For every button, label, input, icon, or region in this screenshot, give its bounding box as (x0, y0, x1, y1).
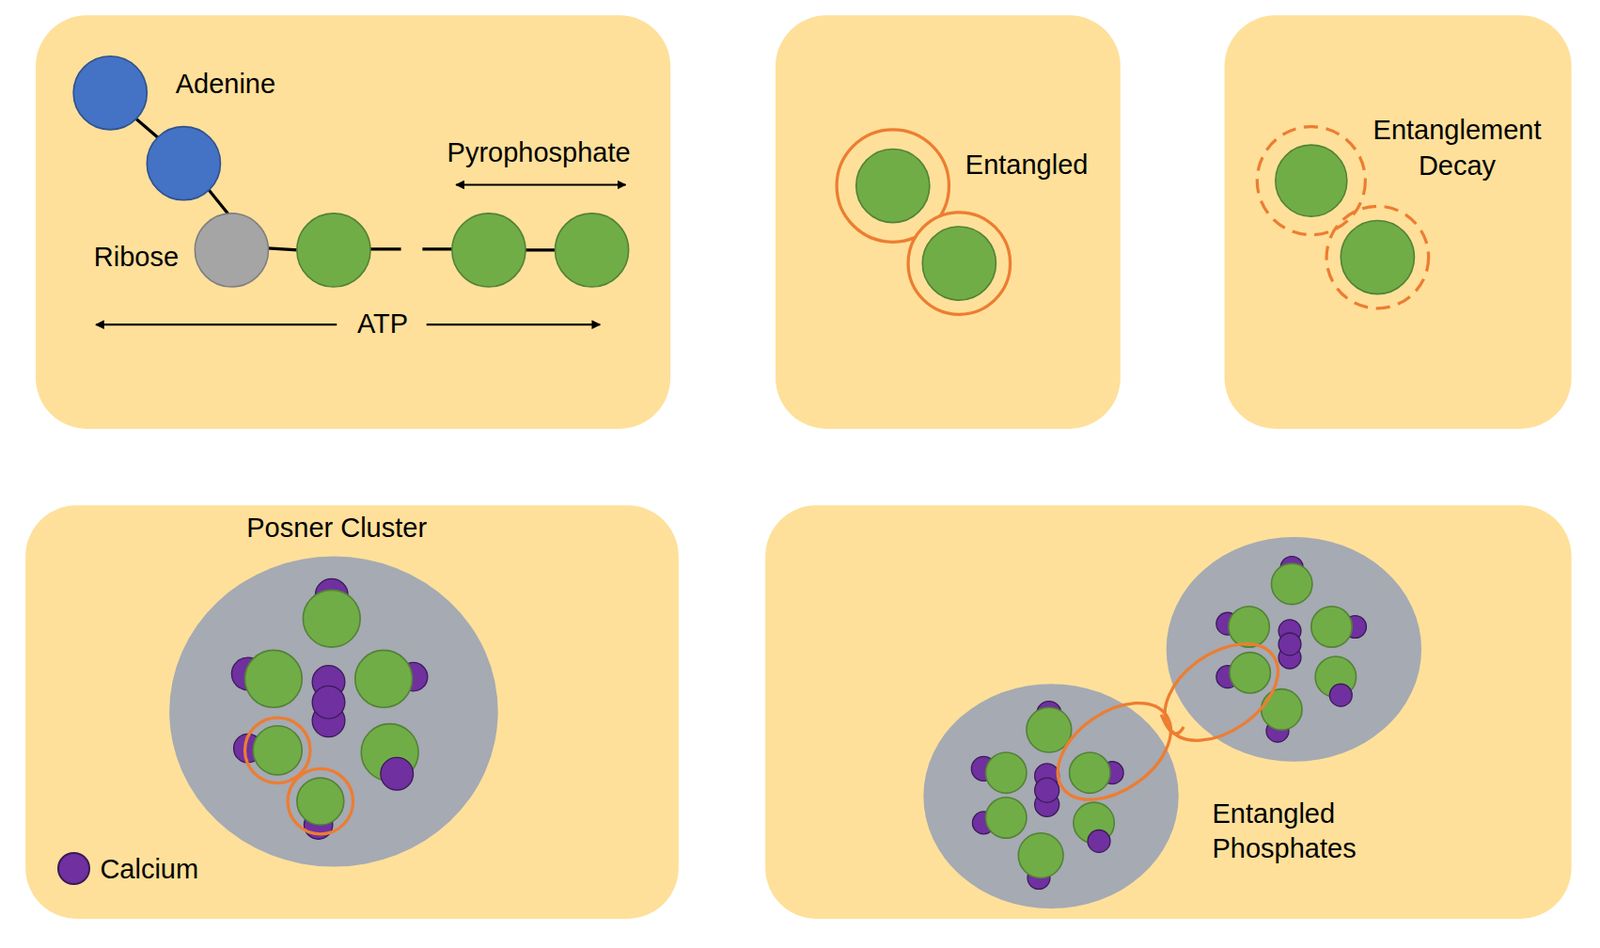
atp-panel: AdeninePyrophosphateRiboseATP (35, 15, 671, 429)
decayed-pair (1340, 219, 1414, 294)
posner-cluster (1228, 606, 1270, 647)
posner-cluster (986, 752, 1027, 793)
state-label: Entangled Phosphates (1212, 796, 1392, 867)
posner-cluster (302, 589, 361, 647)
decay-panel: Entanglement Decay (1224, 15, 1572, 429)
posner-cluster (355, 649, 413, 707)
posner-cluster (1261, 689, 1302, 730)
entangled-pair (908, 212, 1011, 315)
bond-line (524, 248, 557, 251)
posner-cluster (1069, 752, 1111, 793)
panel-background (35, 15, 671, 429)
bond-line (206, 188, 229, 215)
posner-cluster (1278, 632, 1302, 656)
posner-cluster (252, 725, 302, 775)
posner-cluster (986, 797, 1027, 838)
part-label: Adenine (175, 66, 276, 103)
posner-cluster (245, 649, 303, 707)
legend-swatch (57, 851, 91, 885)
posner-cluster (1147, 624, 1297, 761)
decayed-pair (1256, 126, 1365, 236)
decayed-pair (1326, 205, 1429, 309)
entangled-clusters-panel: Entangled Phosphates (765, 504, 1572, 919)
posner-cluster (1035, 777, 1060, 802)
panel-background (1224, 15, 1572, 429)
span-arrow (455, 183, 626, 186)
posner-cluster (169, 556, 499, 867)
posner-cluster (297, 777, 345, 825)
posner-cluster (1087, 829, 1111, 852)
bond-line (266, 248, 299, 251)
bond-line (370, 247, 402, 251)
part-label: Pyrophosphate (425, 135, 652, 172)
adenine-circle (146, 126, 220, 201)
phosphate-circle (297, 213, 371, 287)
span-label: ATP (345, 306, 421, 343)
panel-background (765, 504, 1572, 919)
bond-line (422, 247, 454, 251)
phosphate-circle (554, 213, 628, 287)
bond-line (135, 118, 158, 139)
entangled-panel: Entangled (775, 15, 1121, 429)
posner-cluster (1311, 606, 1352, 647)
decayed-pair (1256, 126, 1428, 309)
posner-cluster (923, 536, 1422, 909)
posner-cluster (312, 685, 346, 719)
phosphate-circle (452, 213, 526, 287)
posner-cluster (245, 717, 311, 783)
posner-cluster (231, 578, 427, 839)
posner-cluster (986, 563, 1357, 878)
posner-cluster (1166, 536, 1422, 762)
span-arrow (95, 323, 337, 326)
state-label: Entanglement Decay (1361, 113, 1554, 185)
posner-cluster (1160, 714, 1184, 734)
panel-background (775, 15, 1121, 429)
state-label: Entangled (965, 147, 1089, 184)
posner-cluster (923, 683, 1178, 909)
panel-background (25, 504, 679, 919)
posner-cluster (1040, 624, 1297, 820)
posner-cluster (1229, 652, 1271, 693)
decayed-pair (1275, 144, 1348, 217)
panel-title: Posner Cluster (195, 510, 478, 547)
phosphate-circle (297, 213, 629, 287)
posner-cluster (1270, 563, 1312, 604)
entangled-pair (922, 226, 996, 300)
posner-cluster (1018, 832, 1064, 879)
posner-cluster (245, 717, 354, 834)
legend-label: Calcium (99, 851, 199, 888)
entangled-pair (856, 148, 930, 222)
illustration (25, 15, 1571, 919)
adenine-circle (73, 56, 147, 130)
posner-cluster (287, 768, 353, 833)
posner-cluster (169, 556, 499, 867)
posner-cluster (245, 589, 420, 825)
part-label: Ribose (94, 239, 179, 276)
posner-cluster (380, 756, 414, 790)
panel-background (25, 15, 1571, 919)
span-arrow (426, 323, 601, 326)
posner-cluster (1329, 683, 1352, 706)
ribose-circle (194, 213, 268, 287)
posner-cluster (1026, 706, 1072, 753)
